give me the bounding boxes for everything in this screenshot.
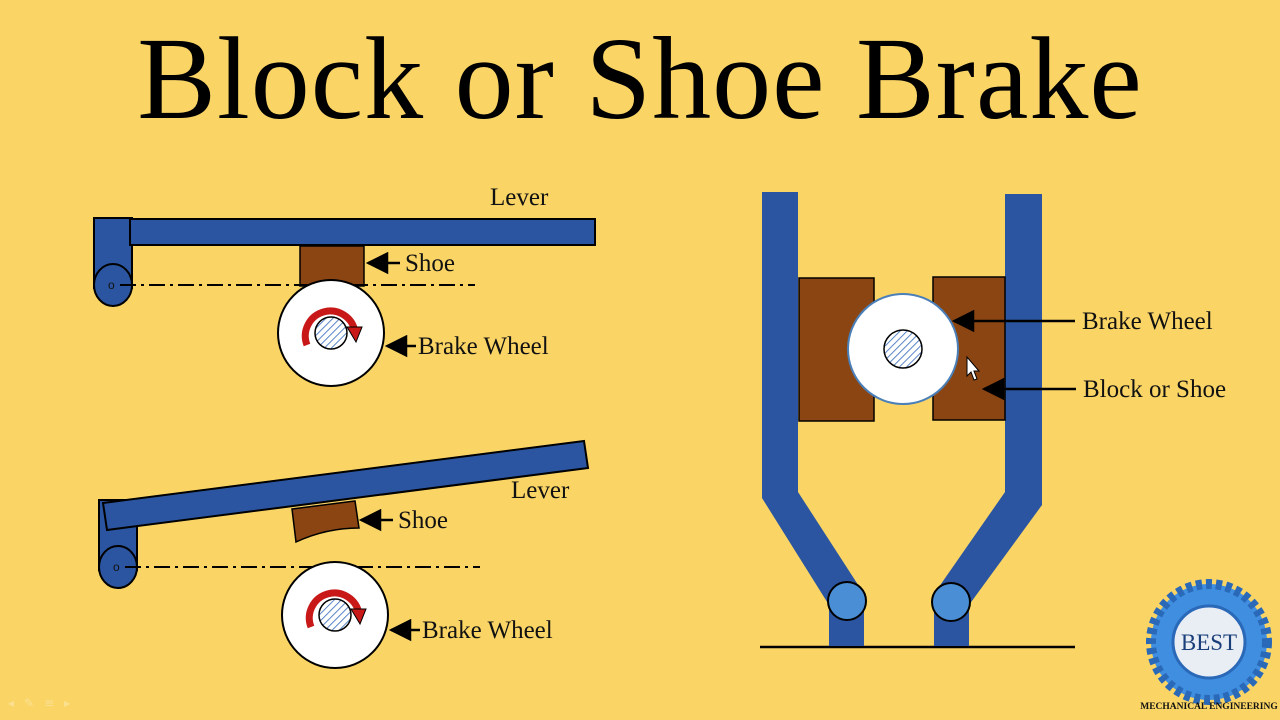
- logo-subtitle: MECHANICAL ENGINEERING: [1140, 702, 1278, 712]
- rotation-arrow-icon: [305, 589, 363, 629]
- logo-text: BEST: [1181, 630, 1237, 655]
- page-title: Block or Shoe Brake: [137, 13, 1143, 144]
- right-arm: [934, 194, 1042, 646]
- brake-wheel: [277, 279, 385, 387]
- hatched-shaft: [883, 329, 923, 369]
- pivot-label: o: [113, 560, 120, 574]
- back-icon[interactable]: ◂: [8, 696, 15, 710]
- lever-bar: [101, 439, 590, 532]
- mouse-cursor-icon: [966, 355, 981, 381]
- diagram-horizontal-lever: o Lever Shoe Brake Wheel: [93, 184, 596, 387]
- forward-icon[interactable]: ▸: [64, 696, 71, 710]
- right-pin: [931, 582, 971, 622]
- brake-wheel: [281, 561, 389, 669]
- lever-label: Lever: [511, 477, 570, 504]
- hatched-shaft: [314, 316, 348, 350]
- shoe-label: Shoe: [405, 250, 455, 277]
- shoe-label: Shoe: [398, 507, 448, 534]
- slide-nav: ◂ ✎ ≡ ▸: [8, 696, 70, 710]
- pivot-label: o: [108, 278, 115, 292]
- block-label: Block or Shoe: [1083, 376, 1226, 403]
- best-logo: BEST MECHANICAL ENGINEERING: [1140, 579, 1278, 712]
- left-arm: [762, 192, 864, 646]
- wheel-label: Brake Wheel: [1082, 308, 1213, 335]
- diagram-double-shoe: Brake Wheel Block or Shoe: [760, 192, 1226, 649]
- shoe-block: [291, 500, 360, 544]
- hatched-shaft: [318, 598, 352, 632]
- wheel-label: Brake Wheel: [418, 333, 549, 360]
- rotation-arrow-icon: [301, 307, 359, 347]
- lever-bar: [129, 218, 596, 246]
- diagram-tilted-lever: o Lever Shoe Brake Wheel: [98, 439, 590, 669]
- pen-icon[interactable]: ✎: [24, 696, 35, 710]
- lever-label: Lever: [490, 184, 549, 211]
- menu-icon[interactable]: ≡: [44, 696, 55, 710]
- left-pin: [827, 581, 867, 621]
- wheel-label: Brake Wheel: [422, 617, 553, 644]
